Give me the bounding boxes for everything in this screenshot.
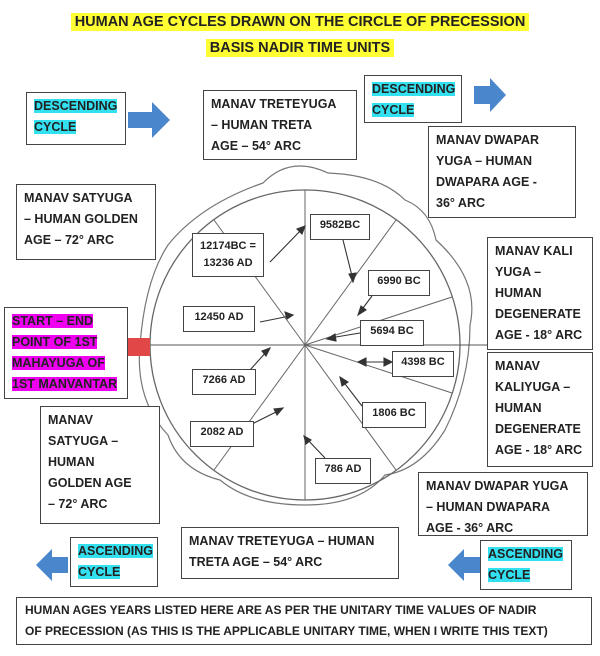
- year-12174bc-13236ad: 12174BC =13236 AD: [192, 233, 264, 277]
- radius-dwapar-lower: [304, 344, 397, 471]
- pointer-12174bc: [269, 227, 304, 263]
- year-4398bc: 4398 BC: [392, 351, 454, 377]
- year-1806bc: 1806 BC: [362, 402, 426, 428]
- title-line1: HUMAN AGE CYCLES DRAWN ON THE CIRCLE OF …: [0, 13, 600, 31]
- ascending-right-arrow: [448, 549, 480, 581]
- descending-right-arrow: [474, 78, 506, 112]
- title-line2: BASIS NADIR TIME UNITS: [0, 39, 600, 57]
- radius-kali-lower: [304, 344, 453, 394]
- radius-satyuga-lower: [213, 344, 306, 471]
- radius-dwapar-upper: [304, 219, 397, 346]
- year-12450ad: 12450 AD: [183, 306, 255, 332]
- ascending-left-arrow: [36, 549, 68, 581]
- year-7266ad: 7266 AD: [192, 369, 256, 395]
- year-6990bc: 6990 BC: [368, 270, 430, 296]
- year-5694bc: 5694 BC: [360, 320, 424, 346]
- pointer-12450ad: [259, 315, 291, 323]
- year-9582bc: 9582BC: [310, 214, 370, 240]
- year-786ad: 786 AD: [315, 458, 371, 484]
- year-2082ad: 2082 AD: [190, 421, 254, 447]
- descending-left-arrow: [128, 102, 170, 138]
- footer-note: HUMAN AGES YEARS LISTED HERE ARE AS PER …: [16, 597, 592, 645]
